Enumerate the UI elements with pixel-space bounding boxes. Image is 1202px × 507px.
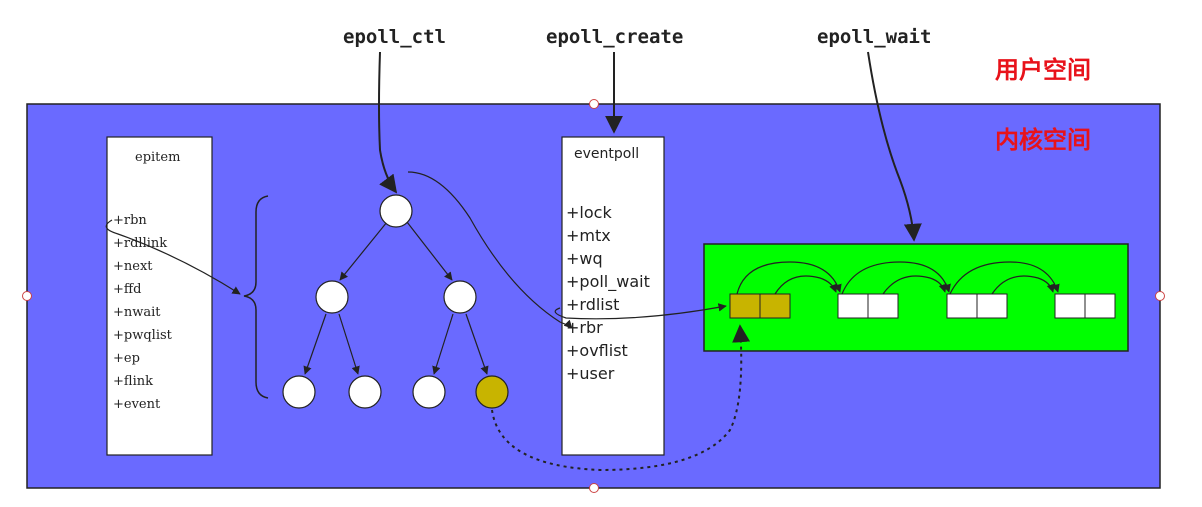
ready-list-item [946,293,978,319]
epoll-wait-label: epoll_wait [817,26,931,48]
ready-list-item-active [759,293,791,319]
epitem-field: +flink [113,374,153,389]
epitem-field: +rdllink [113,236,167,251]
epitem-field: +ep [113,351,140,366]
resize-handle-right[interactable] [1155,291,1165,301]
rbtree-node [315,280,349,314]
epitem-field: +event [113,397,161,412]
rbr-to-tree-link [407,171,573,329]
eventpoll-title: eventpoll [574,146,639,162]
ready-list-item [1084,293,1116,319]
ready-list-item [867,293,899,319]
epitem-field: +nwait [113,305,161,320]
epitem-field: +ffd [113,282,141,297]
rbtree [282,194,509,409]
rbtree-node [379,194,413,228]
ready-list [703,243,1129,352]
epoll-wait-arrow [867,51,922,242]
eventpoll-field: +rbr [566,318,603,337]
ready-list-links [736,261,1060,295]
eventpoll-field: +ovflist [566,341,628,360]
user-space-label: 用户空间 [995,56,1091,84]
rbtree-node [348,375,382,409]
eventpoll-field: +lock [566,203,612,222]
epitem-field: +next [113,259,153,274]
resize-handle-left[interactable] [22,291,32,301]
eventpoll-field: +rdlist [566,295,619,314]
rbn-to-tree-link [105,219,241,295]
api-arrows [378,51,922,242]
eventpoll-field: +wq [566,249,603,268]
resize-handle-top[interactable] [589,99,599,109]
resize-handle-bottom[interactable] [589,483,599,493]
rbtree-node-active [475,375,509,409]
ready-list-item [976,293,1008,319]
rbtree-node [443,280,477,314]
rbtree-edges [303,221,489,375]
eventpoll-field: +mtx [566,226,611,245]
relationship-curves [105,171,727,329]
kernel-space-label: 内核空间 [995,126,1091,154]
epitem-title: epitem [135,150,180,165]
epitem-field: +rbn [113,213,147,228]
epoll-create-label: epoll_create [546,26,683,48]
ready-list-item-active [729,293,761,319]
eventpoll-box: eventpoll +lock +mtx +wq +poll_wait +rdl… [561,136,665,456]
ready-list-item [1054,293,1086,319]
epitem-box: epitem +rbn +rdllink +next +ffd +nwait +… [106,136,213,456]
eventpoll-field: +poll_wait [566,272,650,292]
tree-brace [243,195,269,399]
epitem-field: +pwqlist [113,328,173,343]
epoll-ctl-arrow [378,51,398,194]
epoll-ctl-label: epoll_ctl [343,26,446,48]
rbtree-node [282,375,316,409]
eventpoll-field: +user [566,364,615,383]
rbtree-node [412,375,446,409]
rdlist-to-readylist-link [554,303,727,320]
ready-list-item [837,293,869,319]
